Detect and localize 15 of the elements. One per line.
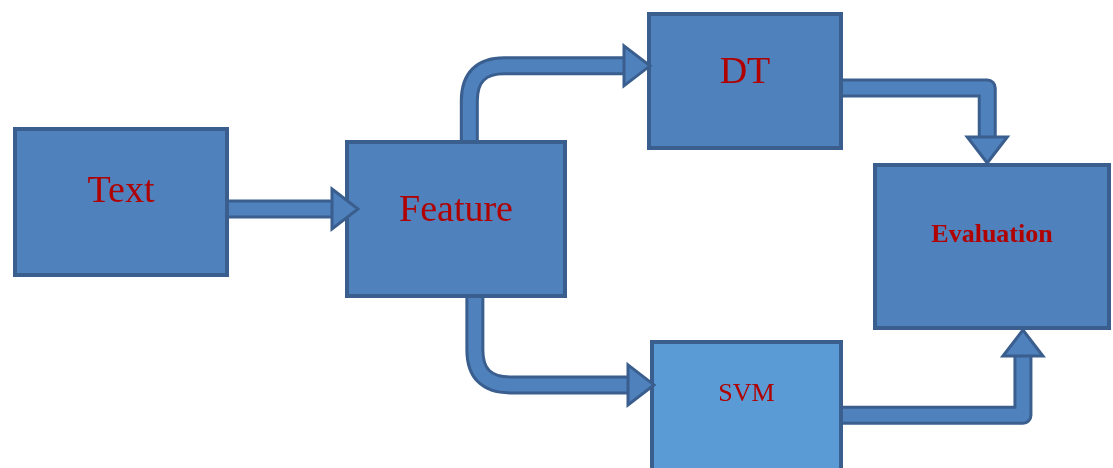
box-label: DT [719,48,771,92]
block-arrow [843,328,1045,425]
process-box [13,127,229,277]
process-box [345,140,567,298]
block-arrow [843,78,1009,165]
block-arrow [465,298,656,407]
box-label: Evaluation [931,219,1053,249]
block-arrow [229,187,360,231]
box-label: Text [87,167,155,211]
process-box [650,340,843,468]
box-label: SVM [718,378,775,408]
process-box [873,163,1111,330]
process-box [647,12,843,150]
box-label: Feature [399,186,513,230]
block-arrow [459,44,652,140]
